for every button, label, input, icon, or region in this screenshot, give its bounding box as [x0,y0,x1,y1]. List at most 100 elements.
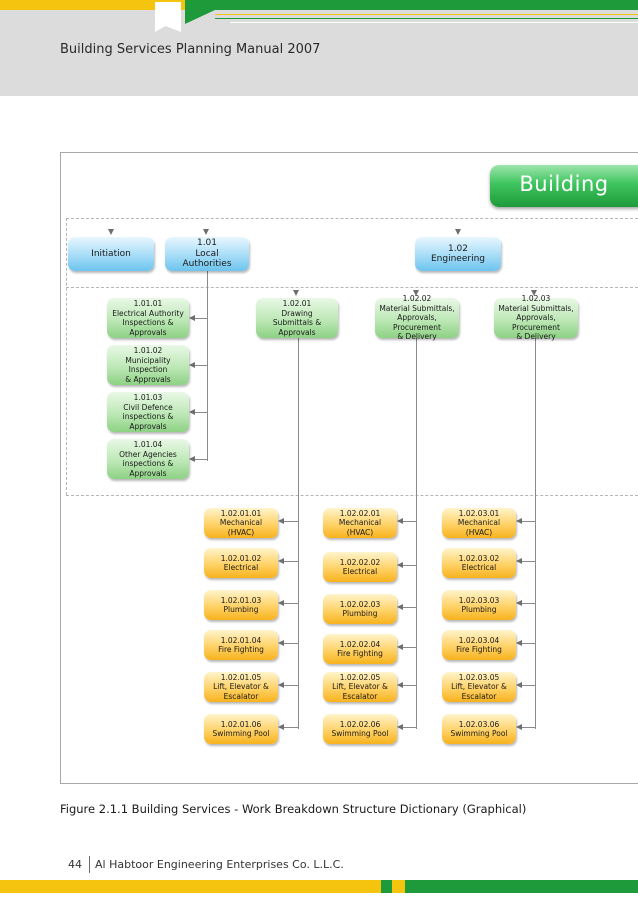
node-material-procurement: 1.02.03 Material Submittals, Approvals, … [494,294,578,341]
header-rule-white [230,22,638,23]
node-label: 1.02.01.05 Lift, Elevator & Escalator [213,672,269,701]
connector-line [522,521,535,522]
arrow-left [189,455,195,462]
connector-line [284,685,298,686]
node-label: 1.01.02 Municipality Inspection & Approv… [125,346,171,384]
node-label: 1.01.03 Civil Defence inspections & Appr… [122,393,174,431]
connector-line [207,271,208,461]
node-label: 1.02.01.03 Plumbing [220,595,262,615]
arrow-left [516,517,522,524]
node-label: 1.02.03.04 Fire Fighting [456,635,502,655]
node-label: 1.02.03 Material Submittals, Approvals, … [498,294,574,342]
section-divider [66,495,638,496]
arrow-left [189,408,195,415]
connector-line [284,521,298,522]
node-material-submittals: 1.02.02 Material Submittals, Approvals, … [375,294,459,341]
node-engineering: 1.02 Engineering [415,237,501,271]
building-root-label: Building [519,172,609,196]
arrow-left [278,723,284,730]
header-green-strip [185,0,638,10]
connector-line [298,338,299,729]
procurement-item: 1.02.03.06 Swimming Pool [442,714,516,744]
material-item: 1.02.02.02 Electrical [323,552,397,582]
arrow-left [516,599,522,606]
drawing-item: 1.02.01.03 Plumbing [204,590,278,620]
arrow-down [107,229,114,235]
node-label: 1.01 Local Authorities [182,238,232,270]
arrow-down [530,290,537,296]
node-label: 1.02.03.06 Swimming Pool [450,719,508,739]
drawing-item: 1.02.01.01 Mechanical (HVAC) [204,508,278,538]
drawing-item: 1.02.01.04 Fire Fighting [204,630,278,660]
connector-line [284,727,298,728]
figure-caption: Figure 2.1.1 Building Services - Work Br… [60,802,527,816]
building-root-node [490,165,638,207]
connector-line [522,685,535,686]
page-header-title: Building Services Planning Manual 2007 [60,42,321,57]
arrow-down [292,290,299,296]
connector-line [416,338,417,729]
node-label: 1.02.03.02 Electrical [458,553,500,573]
connector-line [535,338,536,729]
procurement-item: 1.02.03.03 Plumbing [442,590,516,620]
node-label: 1.01.04 Other Agencies inspections & App… [119,440,177,478]
connector-line [195,459,207,460]
connector-line [284,603,298,604]
node-local-authorities: 1.01 Local Authorities [165,237,249,271]
connector-line [522,603,535,604]
arrow-down [454,229,461,235]
arrow-left [189,361,195,368]
node-label: 1.02.02 Material Submittals, Approvals, … [379,294,455,342]
connector-line [522,727,535,728]
arrow-left [278,599,284,606]
connector-line [403,647,416,648]
node-label: 1.02.03.05 Lift, Elevator & Escalator [451,672,507,701]
arrow-left [397,517,403,524]
connector-line [284,561,298,562]
node-label: 1.01.01 Electrical Authority Inspections… [112,299,184,337]
node-label: 1.02.02.02 Electrical [339,557,381,577]
node-electrical-authority: 1.01.01 Electrical Authority Inspections… [107,298,189,338]
header-rule-green [215,18,638,19]
drawing-item: 1.02.01.06 Swimming Pool [204,714,278,744]
footer-separator [89,856,90,873]
arrow-left [397,561,403,568]
arrow-left [189,314,195,321]
connector-line [195,365,207,366]
node-label: 1.02.01.02 Electrical [220,553,262,573]
drawing-item: 1.02.01.05 Lift, Elevator & Escalator [204,672,278,702]
arrow-left [278,557,284,564]
node-label: 1.02 Engineering [431,243,485,265]
node-label: 1.02.03.01 Mechanical (HVAC) [457,508,501,537]
node-label: 1.02.02.01 Mechanical (HVAC) [338,508,382,537]
node-label: 1.02.01.06 Swimming Pool [212,719,270,739]
arrow-left [516,557,522,564]
header-rule-yellow [215,14,638,15]
procurement-item: 1.02.03.05 Lift, Elevator & Escalator [442,672,516,702]
procurement-item: 1.02.03.01 Mechanical (HVAC) [442,508,516,538]
material-item: 1.02.02.03 Plumbing [323,594,397,624]
arrow-left [278,639,284,646]
arrow-down [412,290,419,296]
node-drawing-submittals: 1.02.01 Drawing Submittals & Approvals [256,298,338,338]
footer-page-number: 44 [68,858,82,871]
section-divider [66,287,638,288]
node-label: 1.02.02.06 Swimming Pool [331,719,389,739]
header-flag-decoration [155,2,181,32]
footer-green-band [405,880,638,893]
node-label: 1.02.02.04 Fire Fighting [337,639,383,659]
node-municipality: 1.01.02 Municipality Inspection & Approv… [107,345,189,385]
footer-company-name: Al Habtoor Engineering Enterprises Co. L… [95,858,344,871]
material-item: 1.02.02.06 Swimming Pool [323,714,397,744]
node-label: 1.02.01 Drawing Submittals & Approvals [272,299,322,337]
connector-line [195,412,207,413]
material-item: 1.02.02.01 Mechanical (HVAC) [323,508,397,538]
connector-line [522,561,535,562]
node-label: 1.02.02.03 Plumbing [339,599,381,619]
node-label: Initiation [91,248,131,259]
arrow-left [516,681,522,688]
connector-line [403,607,416,608]
node-label: 1.02.02.05 Lift, Elevator & Escalator [332,672,388,701]
connector-line [195,318,207,319]
node-label: 1.02.03.03 Plumbing [458,595,500,615]
